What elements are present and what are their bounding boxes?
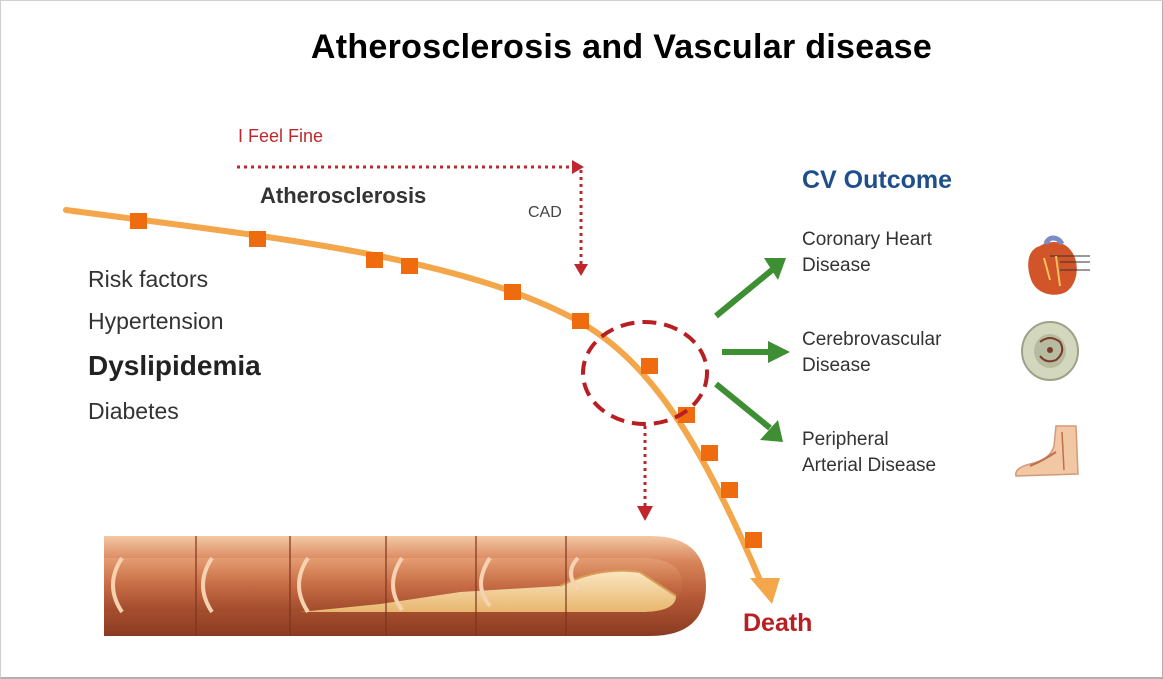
curve-marker: [401, 258, 418, 274]
curve-marker: [701, 445, 718, 461]
heart-icon: [1028, 238, 1090, 295]
outcome-cerebrovascular-disease: Cerebrovascular Disease: [802, 327, 941, 379]
arrow-to-cerebrovascular: [722, 341, 790, 363]
outcome-peripheral-arterial-disease: Peripheral Arterial Disease: [802, 427, 936, 479]
brain-icon: [1022, 322, 1078, 380]
curve-marker: [572, 313, 589, 329]
curve-marker: [130, 213, 147, 229]
outcome-line: Disease: [802, 253, 932, 279]
curve-marker: [249, 231, 266, 247]
outcome-line: Coronary Heart: [802, 227, 932, 253]
artery-illustration: [104, 536, 706, 636]
outcome-coronary-heart-disease: Coronary Heart Disease: [802, 227, 932, 279]
curve-marker: [366, 252, 383, 268]
leg-icon: [1016, 426, 1078, 476]
arrow-to-peripheral: [716, 384, 783, 442]
risk-dyslipidemia: Dyslipidemia: [88, 350, 261, 382]
curve-marker: [745, 532, 762, 548]
outcome-arrows: [716, 258, 790, 442]
curve-marker: [504, 284, 521, 300]
cad-label: CAD: [528, 204, 562, 222]
risk-diabetes: Diabetes: [88, 398, 179, 425]
risk-factors-label: Risk factors: [88, 266, 208, 293]
outcome-line: Arterial Disease: [802, 453, 936, 479]
curve-marker: [721, 482, 738, 498]
outcome-line: Cerebrovascular: [802, 327, 941, 353]
risk-hypertension: Hypertension: [88, 308, 224, 335]
death-label: Death: [743, 609, 812, 638]
vessel-pointer-arrow: [637, 426, 653, 521]
curve-arrowhead: [750, 578, 780, 604]
feel-fine-label: I Feel Fine: [238, 126, 323, 147]
outcome-line: Peripheral: [802, 427, 936, 453]
atherosclerosis-label: Atherosclerosis: [260, 183, 426, 209]
curve-marker: [641, 358, 658, 374]
cv-outcome-heading: CV Outcome: [802, 166, 952, 195]
outcome-line: Disease: [802, 353, 941, 379]
arrow-to-coronary: [716, 258, 786, 316]
